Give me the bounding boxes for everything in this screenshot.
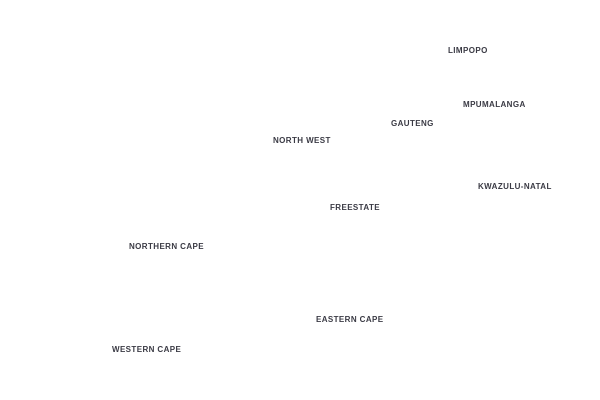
region-label-northern-cape: NORTHERN CAPE: [129, 242, 204, 251]
region-label-limpopo: LIMPOPO: [448, 46, 488, 55]
region-label-freestate: FREESTATE: [330, 203, 380, 212]
region-label-mpumalanga: MPUMALANGA: [463, 100, 526, 109]
region-label-north-west: NORTH WEST: [273, 136, 331, 145]
region-label-kwazulu-natal: KWAZULU-NATAL: [478, 182, 552, 191]
region-label-eastern-cape: EASTERN CAPE: [316, 315, 384, 324]
region-label-western-cape: WESTERN CAPE: [112, 345, 182, 354]
region-label-gauteng: GAUTENG: [391, 119, 434, 128]
